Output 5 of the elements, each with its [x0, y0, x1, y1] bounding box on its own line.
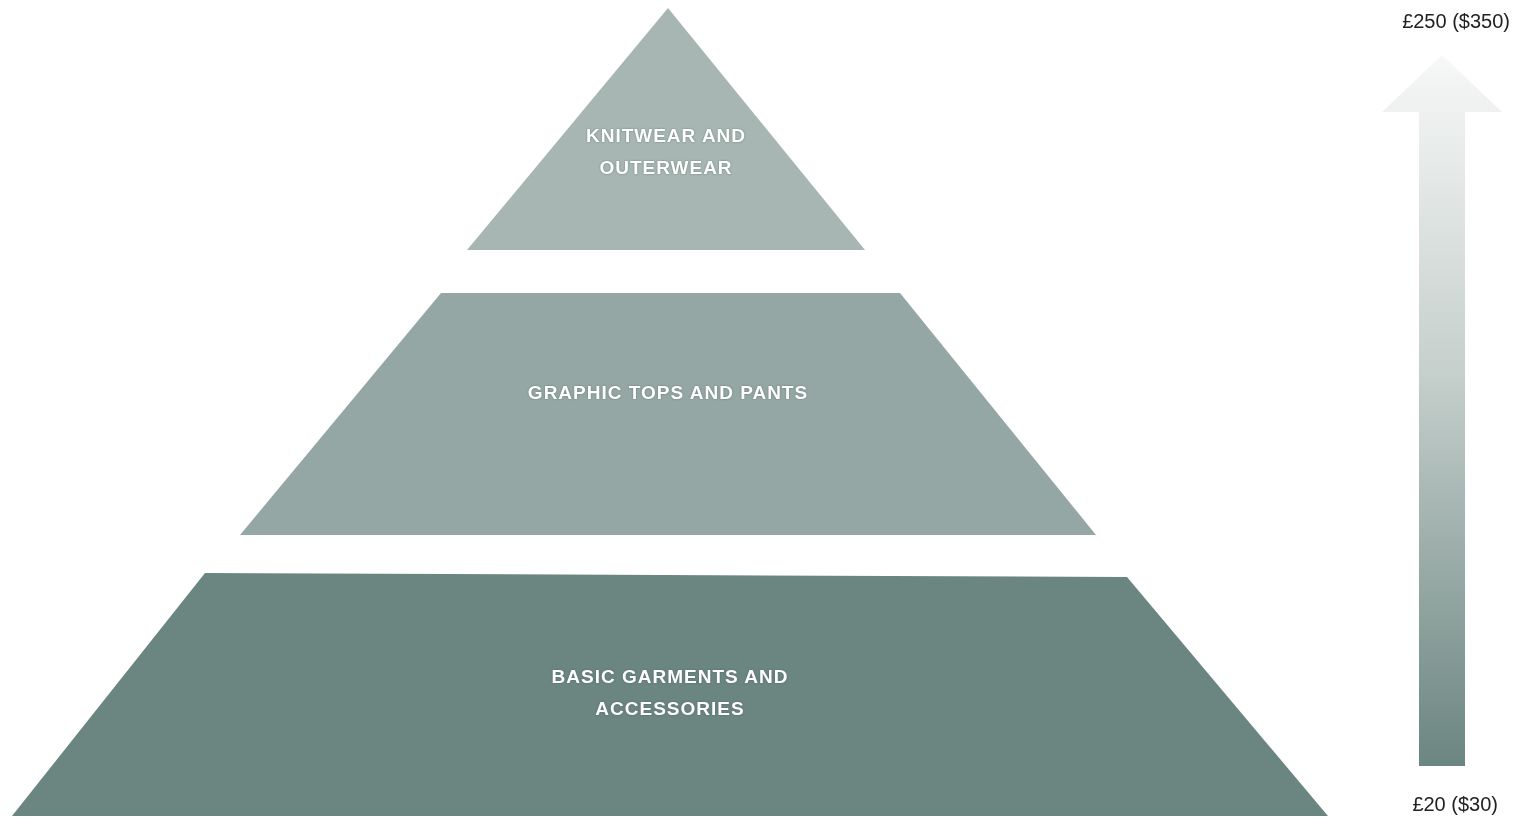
tier-label: GRAPHIC TOPS AND PANTS	[526, 381, 810, 405]
price-label: £20 ($30)	[1412, 793, 1498, 816]
price-label: £250 ($350)	[1402, 10, 1510, 33]
tier-label: BASIC GARMENTS AND ACCESSORIES	[550, 665, 790, 721]
tier-label: KNITWEAR AND OUTERWEAR	[584, 124, 748, 180]
